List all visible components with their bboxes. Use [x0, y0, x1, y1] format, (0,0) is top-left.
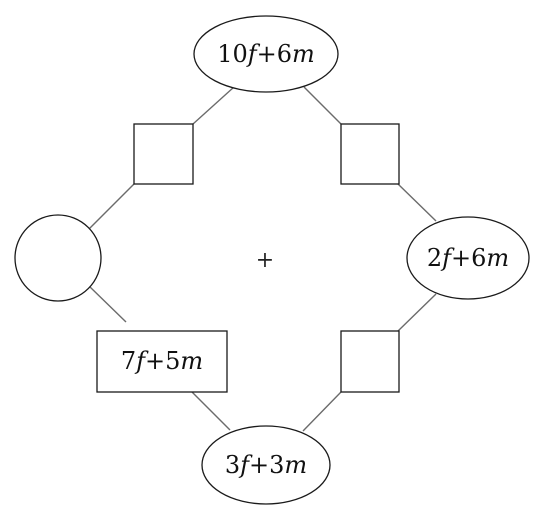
node-right-label: 2f+6m	[427, 244, 509, 272]
top-label-part: +6	[257, 40, 292, 68]
node-lower-left: 7f+5m	[96, 330, 228, 393]
edges	[88, 86, 437, 432]
node-lower-right	[340, 330, 400, 393]
left-empty-circle	[14, 214, 102, 302]
lower-left-label-part: 7	[121, 347, 136, 375]
right-label-part: +6	[451, 244, 486, 272]
node-left	[14, 214, 102, 302]
node-top: 10f+6m	[193, 15, 339, 93]
edge-right-lower-right	[397, 293, 437, 332]
lower-left-label-part: +5	[145, 347, 180, 375]
node-right: 2f+6m	[406, 216, 530, 300]
top-label-part: 10	[217, 40, 248, 68]
edge-lower-left-bottom	[191, 391, 231, 431]
bottom-label-part: 3	[225, 451, 240, 479]
top-ellipse	[193, 15, 339, 93]
right-label-part: 2	[427, 244, 442, 272]
top-label-part: m	[292, 40, 315, 68]
node-upper-right	[340, 123, 400, 185]
node-upper-left	[133, 123, 194, 185]
right-ellipse	[406, 216, 530, 300]
upper-left-empty-square	[133, 123, 194, 185]
edge-upper-right-right	[397, 183, 437, 222]
edge-top-upper-left	[192, 86, 235, 125]
edge-lower-right-bottom	[302, 391, 342, 432]
bottom-ellipse	[201, 425, 331, 505]
node-bottom-label: 3f+3m	[225, 451, 307, 479]
upper-right-empty-square	[340, 123, 400, 185]
bottom-label-part: +3	[249, 451, 284, 479]
edge-left-lower-left	[88, 285, 127, 323]
lower-left-label-part: m	[180, 347, 203, 375]
lower-right-empty-square	[340, 330, 400, 393]
edge-upper-left-left	[88, 183, 135, 230]
edge-top-upper-right	[303, 86, 342, 125]
bottom-label-part: m	[284, 451, 307, 479]
node-lower-left-label: 7f+5m	[121, 347, 203, 375]
node-top-label: 10f+6m	[217, 40, 315, 68]
node-bottom: 3f+3m	[201, 425, 331, 505]
right-label-part: m	[486, 244, 509, 272]
center-plus-operator: +	[256, 248, 274, 273]
lower-left-rectangle	[96, 330, 228, 393]
